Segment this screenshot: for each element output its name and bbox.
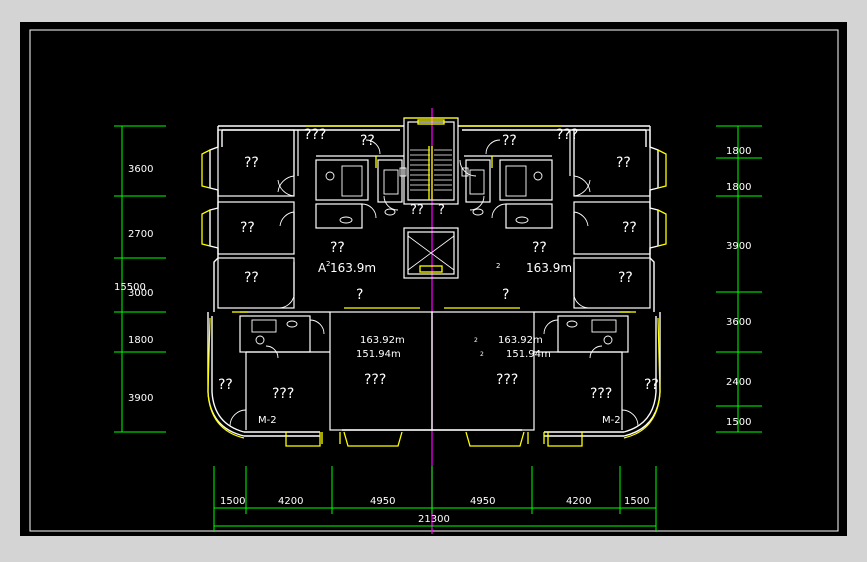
area-tiny-a: 2 (474, 337, 478, 344)
dim-left-2: 2700 (128, 229, 153, 240)
dim-bottom-1: 1500 (220, 496, 245, 507)
dim-right-5: 2400 (726, 377, 751, 388)
room-labels: ?? ??? ?? ?? ?? ?? ?? ??? ?? ?? ?? ?? ??… (218, 127, 659, 402)
room-label: ?? (616, 155, 631, 171)
dim-right-2: 1800 (726, 182, 751, 193)
room-label: ??? (496, 372, 518, 388)
room-label: ?? (218, 377, 233, 393)
room-label: ?? (360, 133, 375, 149)
dim-bottom-4: 4950 (470, 496, 495, 507)
area-right-sup: 2 (496, 262, 500, 270)
windows (201, 117, 667, 447)
interior-walls (217, 117, 651, 431)
dimension-lines (114, 125, 762, 532)
door-mark-right: M-2 (602, 415, 621, 426)
dim-bottom-6: 1500 (624, 496, 649, 507)
area-left-unit: A 163.9m (318, 261, 376, 275)
dim-bottom-total: 21300 (418, 514, 450, 525)
room-label: ?? (502, 133, 517, 149)
dim-left-3: 3000 (128, 288, 153, 299)
room-label: ?? (330, 240, 345, 256)
dim-left-4: 1800 (128, 335, 153, 346)
area-left-sup: 2 (326, 260, 330, 268)
dim-right-4: 3600 (726, 317, 751, 328)
room-label: ??? (590, 386, 612, 402)
room-label: ?? (644, 377, 659, 393)
room-label: ?? (532, 240, 547, 256)
room-label: ? (502, 287, 509, 303)
room-label: ?? (244, 270, 259, 286)
dim-right-1: 1800 (726, 146, 751, 157)
dim-bottom-5: 4200 (566, 496, 591, 507)
room-label: ??? (304, 127, 326, 143)
dim-left-total: 15500 (114, 282, 146, 293)
dim-right-3: 3900 (726, 241, 751, 252)
area-tiny-b: 2 (480, 351, 484, 358)
room-label: ?? (410, 203, 424, 218)
dim-right-6: 1500 (726, 417, 751, 428)
area-right-unit: 163.9m (526, 261, 572, 275)
dim-left-1: 3600 (128, 164, 153, 175)
room-label: ? (438, 203, 445, 218)
area-right-small: 151.94m (506, 349, 551, 360)
area-left-big: 163.92m (360, 335, 405, 346)
room-label: ?? (622, 220, 637, 236)
room-label: ?? (244, 155, 259, 171)
drawing-canvas (20, 22, 847, 536)
area-labels: A 163.9m 2 163.9m 2 163.92m 151.94m 163.… (318, 260, 572, 360)
dim-bottom-3: 4950 (370, 496, 395, 507)
sheet-border (29, 29, 839, 532)
dimension-labels: 3600 2700 3000 1800 3900 15500 1800 1800… (114, 146, 751, 525)
room-label: ? (356, 287, 363, 303)
dim-left-5: 3900 (128, 393, 153, 404)
room-label: ??? (272, 386, 294, 402)
room-label: ?? (618, 270, 633, 286)
bath-fixtures (251, 165, 617, 345)
stair-treads (407, 149, 455, 271)
room-label: ??? (556, 127, 578, 143)
area-right-big: 163.92m (498, 335, 543, 346)
room-label: ??? (364, 372, 386, 388)
room-label: ?? (240, 220, 255, 236)
dim-bottom-2: 4200 (278, 496, 303, 507)
area-left-small: 151.94m (356, 349, 401, 360)
door-mark-left: M-2 (258, 415, 277, 426)
door-swings (229, 139, 639, 427)
